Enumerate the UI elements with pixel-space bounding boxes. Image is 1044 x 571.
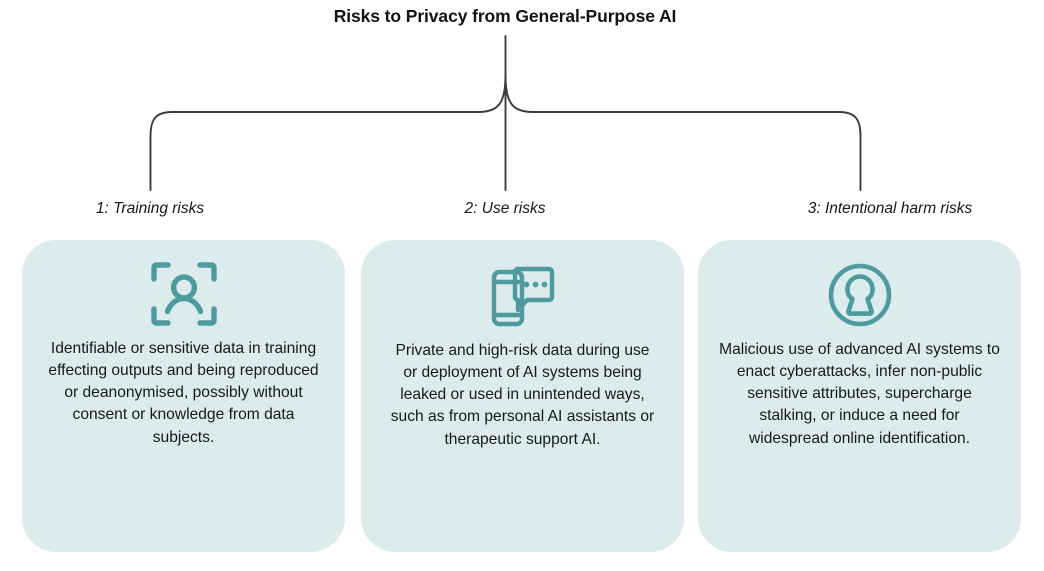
branch-label-intentional-harm-risks: 3: Intentional harm risks — [807, 200, 973, 217]
diagram-title: Risks to Privacy from General-Purpose AI — [333, 6, 677, 26]
connector-branch-left — [149, 74, 507, 191]
keyhole-circle-icon — [824, 259, 896, 331]
risk-card-intentional-harm-body: Malicious use of advanced AI systems to … — [719, 341, 1000, 447]
branch-label-training-risks: 1: Training risks — [95, 200, 205, 217]
risk-card-use-body: Private and high-risk data during use or… — [390, 342, 655, 448]
connector-branch-right — [504, 74, 862, 191]
risk-card-training: Identifiable or sensitive data in traini… — [22, 240, 345, 552]
phone-chat-bubble-icon — [487, 260, 559, 332]
risk-card-intentional-harm: Malicious use of advanced AI systems to … — [698, 240, 1021, 552]
person-in-viewfinder-icon — [148, 258, 220, 330]
risk-card-training-body: Identifiable or sensitive data in traini… — [48, 340, 319, 446]
risk-card-use: Private and high-risk data during use or… — [361, 240, 684, 552]
branch-label-use-risks: 2: Use risks — [464, 200, 546, 217]
